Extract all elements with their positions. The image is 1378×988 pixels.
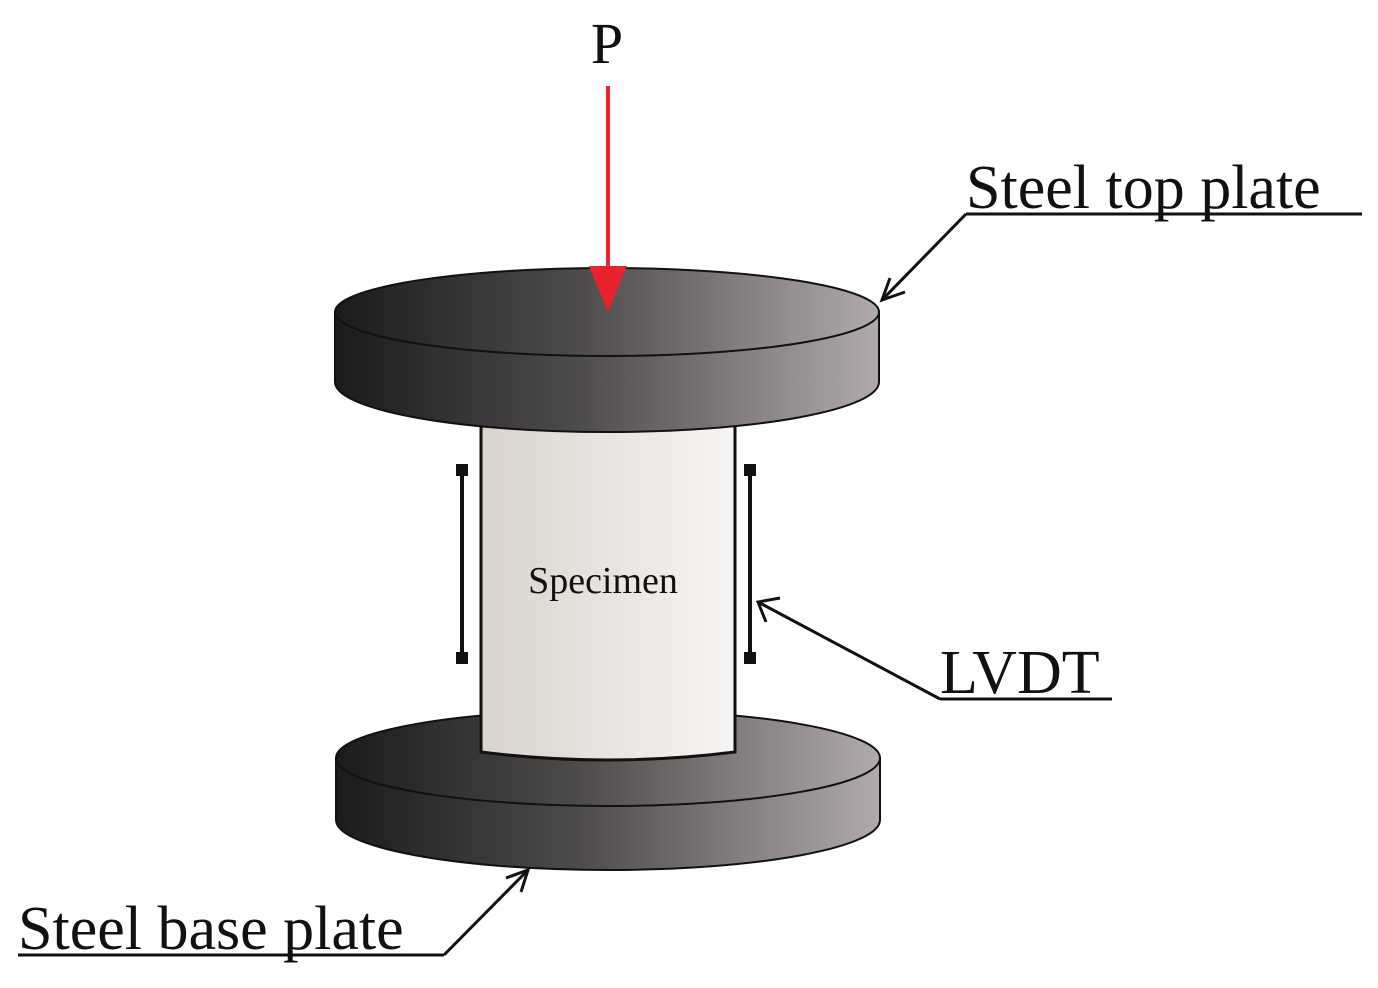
specimen-label: Specimen xyxy=(528,560,678,602)
lvdt-label: LVDT xyxy=(940,639,1100,707)
base-plate-label: Steel base plate xyxy=(18,895,404,963)
down-arrow-icon xyxy=(589,86,627,312)
steel-top-plate xyxy=(334,267,880,433)
base-plate-leader xyxy=(18,867,531,957)
top-plate-leader xyxy=(879,212,1362,303)
load-label: P xyxy=(591,11,623,76)
top-plate-label: Steel top plate xyxy=(966,154,1321,222)
lvdt-right xyxy=(744,464,756,664)
lvdt-left xyxy=(456,464,468,664)
lvdt-leader xyxy=(755,596,1112,701)
specimen-cylinder xyxy=(479,402,737,762)
